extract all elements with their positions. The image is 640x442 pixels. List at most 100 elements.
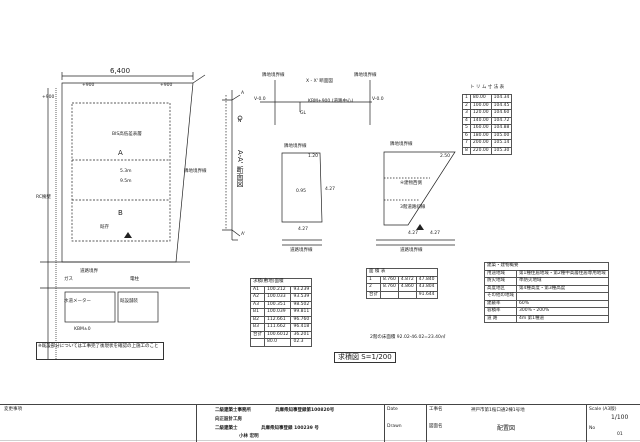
table-row: 用途地域第1種住居地域・第2種中高層住居専用地域 <box>484 269 609 278</box>
plan-bm-label: KBM±0 <box>74 327 91 332</box>
plan-dim-top-3: +900 <box>160 83 173 88</box>
plan-left-annotation: RC擁壁 <box>36 195 52 200</box>
elev-label-right: 隣地境界線 <box>354 73 377 78</box>
office-cell: 二級建築士事務所 兵庫県知事登録第100820号 向正設計工房 二級建築士 兵庫… <box>196 405 384 442</box>
no-value: 01 <box>617 432 623 437</box>
elev-label-left: 隣地境界線 <box>262 73 285 78</box>
scale-cell: Scale (A3版) 1/100 No 01 <box>586 405 640 442</box>
plan-note-2: 既設舗装 <box>120 299 138 304</box>
plan-dim-top-1: +900 <box>82 83 95 88</box>
elev-gl: GL <box>300 111 306 116</box>
no-label: No <box>589 426 596 431</box>
table-row: 高度地区第4種高度・第3種高度 <box>484 284 609 293</box>
site-right-side-3: 4.27 <box>430 231 441 236</box>
plan-note-0: BIS高低差表層 <box>112 132 142 137</box>
plan-note-7: 電柱 <box>130 277 139 282</box>
site-left-side-1: 1.20 <box>308 154 319 159</box>
site-left-side-2: 4.27 <box>298 227 309 232</box>
location-label: 工事名 <box>429 407 443 412</box>
elev-level-right: V-0.0 <box>372 97 384 102</box>
plan-note-9: 9.5m <box>120 179 132 184</box>
trim-table-title: ト リ ム 寸 法 表 <box>470 85 505 90</box>
scale-caption: 求積図 S=1/200 <box>334 352 396 363</box>
site-right-note-2: 3階道路斜線 <box>400 205 426 210</box>
section-label: A-A' 断面図 <box>236 150 244 187</box>
plan-warning-box: ※既設部分については工事完了後現状を確認の上施工のこと <box>36 342 164 360</box>
plan-note-3: 道路境界 <box>80 269 98 274</box>
architect-registration: 兵庫県知事登録 100239 号 <box>261 426 319 431</box>
plan-rect-label-b: B <box>118 209 123 217</box>
architect-title: 二級建築士 <box>215 426 238 431</box>
drawn-label: Drawn <box>387 424 402 429</box>
revision-label: 変更事項 <box>4 407 22 412</box>
office-name: 二級建築士事務所 <box>215 408 251 413</box>
plan-note-6: ガス <box>64 277 73 282</box>
table-row: 求積(敷地)面積 <box>249 278 313 287</box>
plan-note-1: 水道メーター <box>64 299 91 304</box>
site-right-side-1: 2.50 <box>440 154 451 159</box>
building-footprint <box>71 102 171 242</box>
scale-value: 1/100 <box>611 414 629 421</box>
site-right-side-2: 4.27 <box>408 231 419 236</box>
elev-center-note: KBM+900 (道路中心) <box>308 99 354 104</box>
site-right-label: 隣地境界線 <box>390 142 413 147</box>
elev-level-left: V-0.0 <box>254 97 266 102</box>
site-shape-left <box>281 152 323 223</box>
site-left-dim: 4.27 <box>325 187 336 192</box>
architect-name: 小林 宏明 <box>239 434 259 439</box>
elev-title: X - X' 断面図 <box>306 79 333 84</box>
plan-note-8: 5.3m <box>120 169 132 174</box>
table-row: 建築・建物概要 <box>484 262 609 271</box>
section-mark-a-prime: A' <box>241 232 246 237</box>
plan-note-4: 隣地境界線 <box>184 169 207 174</box>
drawing-label: 図面名 <box>429 424 443 429</box>
office-company: 向正設計工房 <box>215 417 242 422</box>
drawing-value: 配置図 <box>497 425 516 432</box>
location-value: 神戸市第1桜口通2棟1号地 <box>471 408 525 413</box>
table-row: 防火地域準防火地域 <box>484 277 609 286</box>
site-shape-right <box>383 151 456 226</box>
date-label: Date <box>387 407 398 412</box>
scale-label: Scale (A3版) <box>589 407 617 412</box>
site-right-road: 道路境界線 <box>400 248 423 253</box>
date-cell: Date Drawn <box>384 405 426 442</box>
table-row: 面 積 表 <box>366 268 438 277</box>
section-mark-a: A <box>241 91 245 96</box>
site-left-label: 隣地境界線 <box>284 144 307 149</box>
north-label: N <box>238 119 242 124</box>
summary-table: 建築・建物概要 用途地域第1種住居地域・第2種中高層住居専用地域 防火地域準防火… <box>484 262 609 323</box>
title-block: 変更事項 二級建築士事務所 兵庫県知事登録第100820号 向正設計工房 二級建… <box>0 404 640 442</box>
project-cell: 工事名 神戸市第1桜口通2棟1号地 図面名 配置図 <box>426 405 586 442</box>
plan-rect-label-a: A <box>118 149 123 157</box>
plan-dim-top-2: +900 <box>42 95 55 100</box>
table-row: その他の地域 <box>484 292 609 301</box>
site-right-note: ④建物西側 <box>400 181 423 186</box>
office-registration: 兵庫県知事登録第100820号 <box>275 408 335 413</box>
